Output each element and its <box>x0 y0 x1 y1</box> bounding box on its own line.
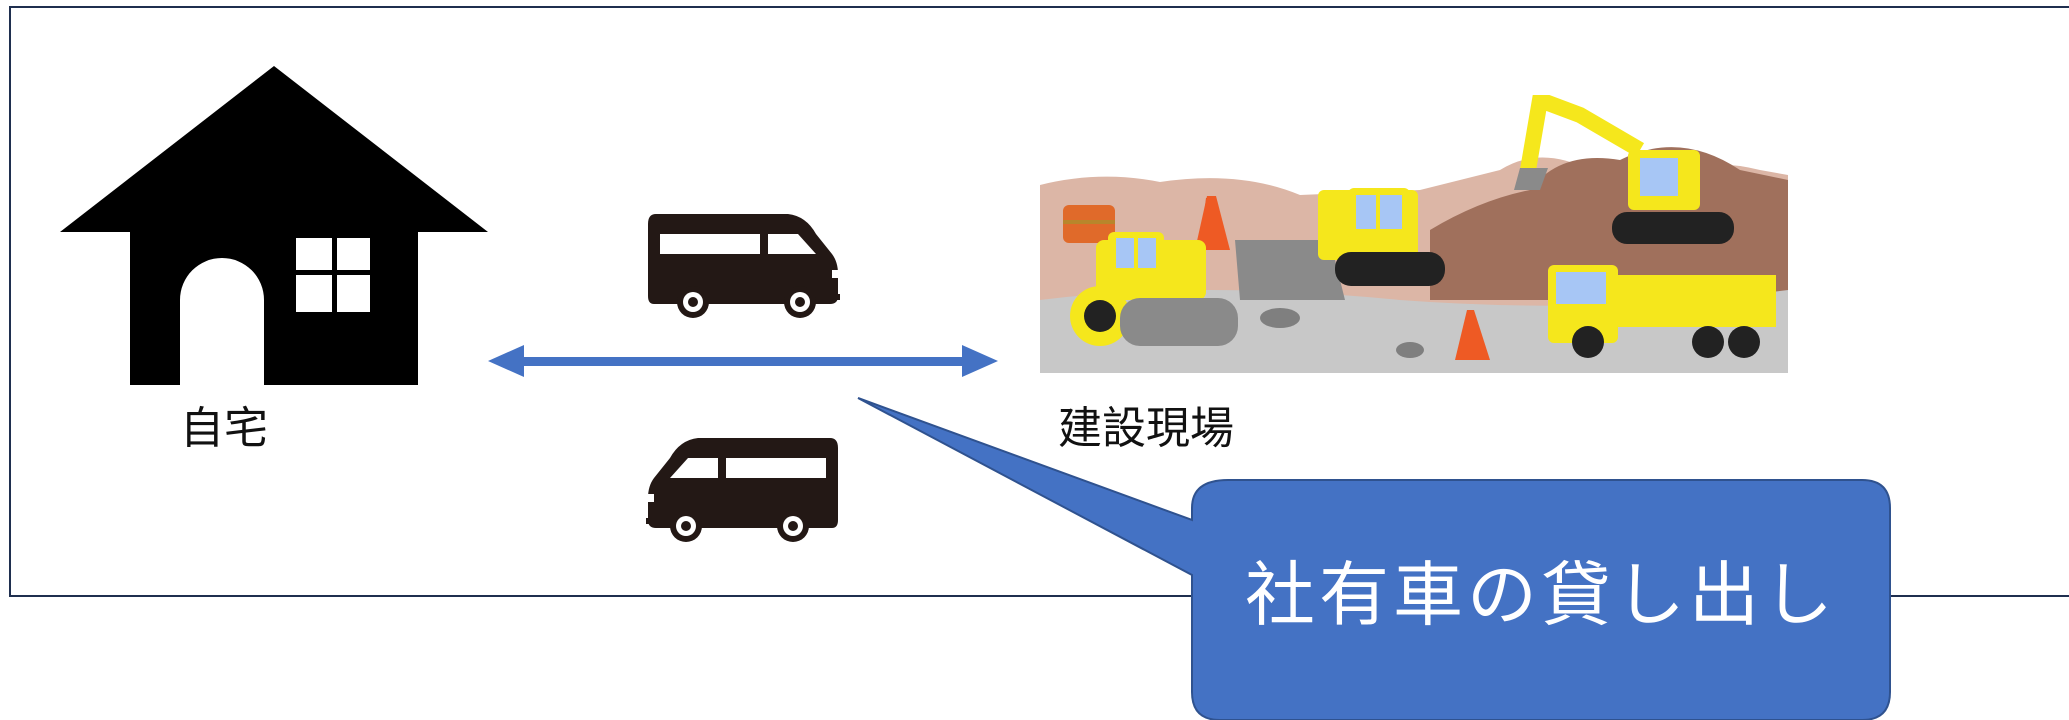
double-arrow <box>488 345 998 377</box>
callout-text: 社有車の貸し出し <box>1245 553 1837 636</box>
van-icon-bottom <box>646 438 838 542</box>
diagram-frame <box>9 6 2069 597</box>
house-icon <box>60 66 488 385</box>
home-label: 自宅 <box>180 403 268 454</box>
site-label: 建設現場 <box>1058 403 1234 454</box>
van-icon-top <box>648 214 840 318</box>
construction-site-illustration <box>1040 95 1788 373</box>
